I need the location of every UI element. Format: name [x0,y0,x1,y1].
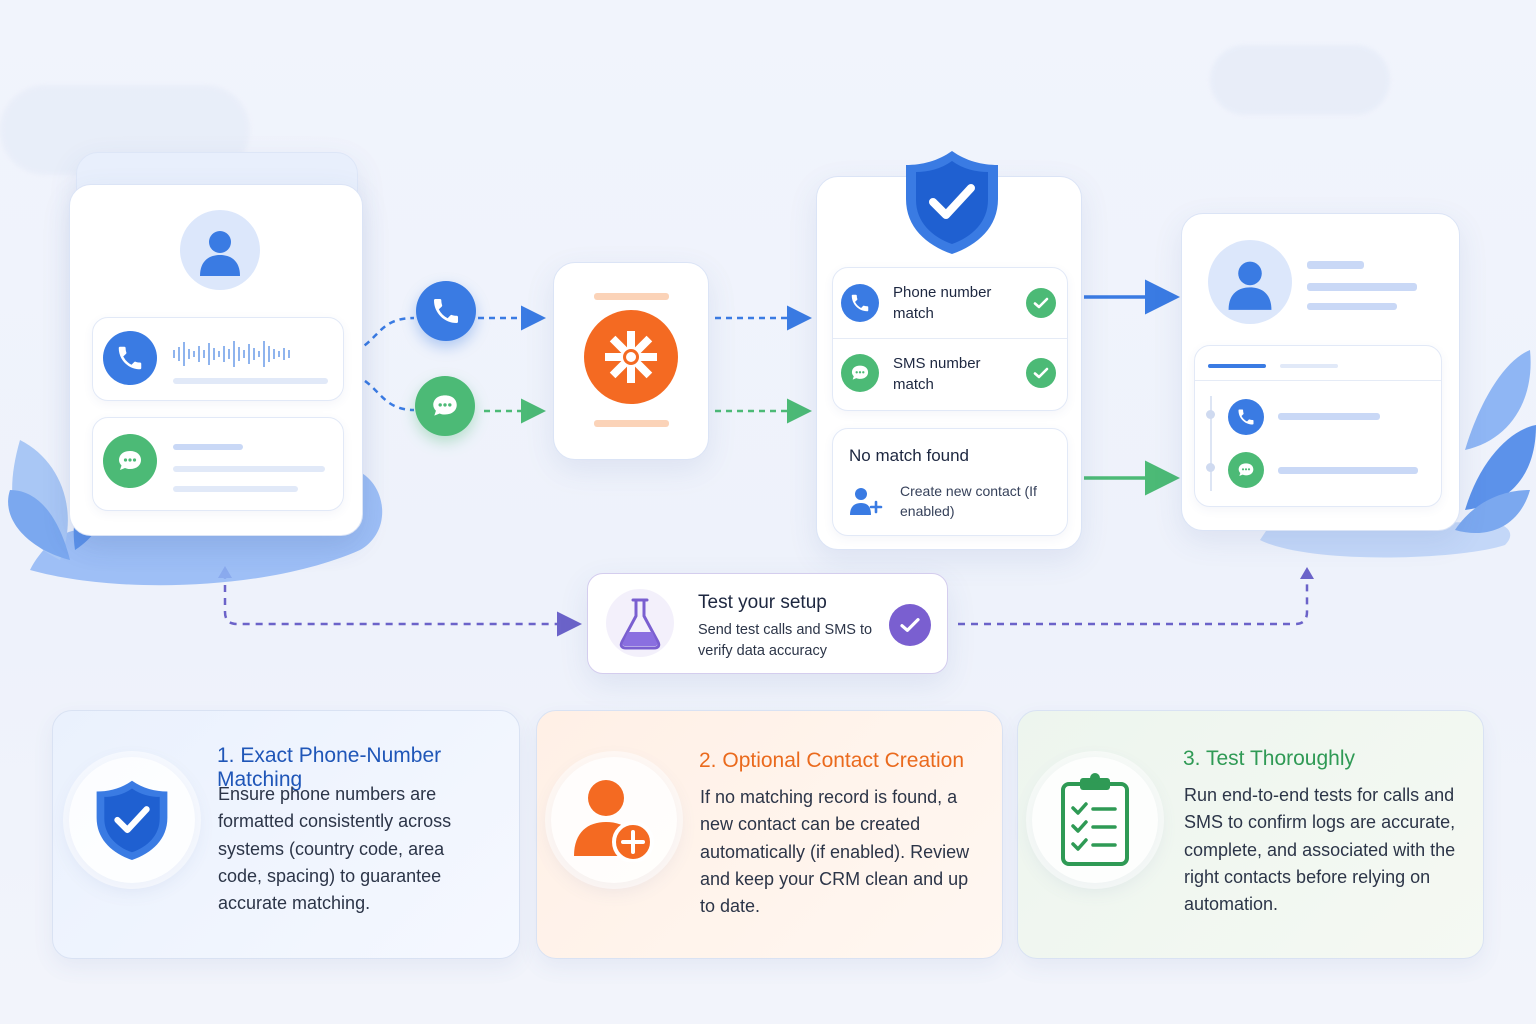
divider [833,338,1067,339]
placeholder-line [594,420,669,427]
crm-contact-avatar [1208,240,1292,324]
add-user-icon [850,488,883,515]
chat-bubble-icon [1228,452,1264,488]
crm-contact-card [1181,213,1460,531]
timeline-dot [1206,463,1215,472]
check-circle-icon [1026,288,1056,318]
background-cloud [1210,45,1390,115]
add-user-icon [574,780,654,862]
add-user-badge [551,757,677,883]
test-setup-box[interactable]: Test your setup Send test calls and SMS … [587,573,948,674]
flask-icon-badge [606,589,674,657]
divider [1195,380,1441,381]
tip-title: 3. Test Thoroughly [1183,747,1355,771]
placeholder-line [173,486,298,492]
no-match-detail: Create new contact (If enabled) [900,483,1037,519]
connector-test-left [223,572,582,637]
shield-check-icon [906,151,998,254]
phone-icon [841,284,879,322]
placeholder-line [1307,303,1397,310]
flask-icon [619,598,661,650]
connector-sms-branch [344,370,415,412]
contact-card [69,184,363,536]
placeholder-line [173,444,243,450]
clipboard-badge [1032,757,1158,883]
placeholder-line [1307,261,1364,269]
tip-number: 1. [217,744,235,767]
placeholder-line [173,378,328,384]
check-circle-icon [889,604,931,646]
tip-number: 3. [1183,747,1201,770]
test-setup-detail: Send test calls and SMS to verify data a… [698,622,873,659]
user-icon [200,231,240,276]
tip-card-testing: 3. Test Thoroughly Run end-to-end tests … [1017,710,1484,959]
placeholder-line [1278,413,1380,420]
connector-test-right [958,576,1309,626]
test-setup-title: Test your setup [698,592,827,613]
tip-title: 2. Optional Contact Creation [699,749,964,773]
no-match-title: No match found [849,446,970,465]
activity-timeline-panel [1194,345,1442,507]
tip-body: Run end-to-end tests for calls and SMS t… [1184,785,1456,915]
tab-inactive-indicator [1280,364,1338,368]
placeholder-line [594,293,669,300]
shield-badge [69,757,195,883]
sms-log-row[interactable] [92,417,344,511]
check-circle-icon [1026,358,1056,388]
tip-card-matching: 1. Exact Phone-Number Matching Ensure ph… [52,710,520,959]
phone-icon [1228,399,1264,435]
placeholder-line [1307,283,1417,291]
matching-card: Phone number match SMS number match No m… [816,176,1082,550]
call-log-row[interactable] [92,317,344,401]
tip-title-text: Exact Phone-Number Matching [217,744,442,791]
tip-body: Ensure phone numbers are formatted consi… [218,784,452,914]
contact-avatar [180,210,260,290]
chat-bubble-icon [433,395,457,416]
sms-channel-node [415,376,475,436]
tip-card-contact-creation: 2. Optional Contact Creation If no match… [536,710,1003,959]
integration-hub-card [553,262,709,460]
sms-match-label: SMS number match [893,355,981,393]
timeline-dot [1206,410,1215,419]
chat-bubble-icon [103,434,157,488]
user-icon [1228,261,1272,310]
tip-title-text: Test Thoroughly [1205,747,1356,770]
tip-body: If no matching record is found, a new co… [700,787,970,917]
no-match-panel: No match found Create new contact (If en… [832,428,1068,536]
connector-call-branch [344,316,415,357]
tip-number: 2. [699,749,717,772]
call-channel-node [416,281,476,341]
shield-check-icon [96,780,168,860]
audio-waveform-icon [173,341,290,367]
phone-icon [434,299,458,323]
asterisk-logo-icon [584,310,678,404]
chat-bubble-icon [841,354,879,392]
phone-icon [103,331,157,385]
tip-title: 1. Exact Phone-Number Matching [217,744,519,792]
timeline-rail [1210,396,1212,491]
placeholder-line [1278,467,1418,474]
tab-active-indicator [1208,364,1266,368]
phone-match-label: Phone number match [893,284,992,322]
clipboard-checklist-icon [1061,773,1129,866]
tip-title-text: Optional Contact Creation [722,749,964,772]
placeholder-line [173,466,325,472]
match-checks-panel: Phone number match SMS number match [832,267,1068,411]
